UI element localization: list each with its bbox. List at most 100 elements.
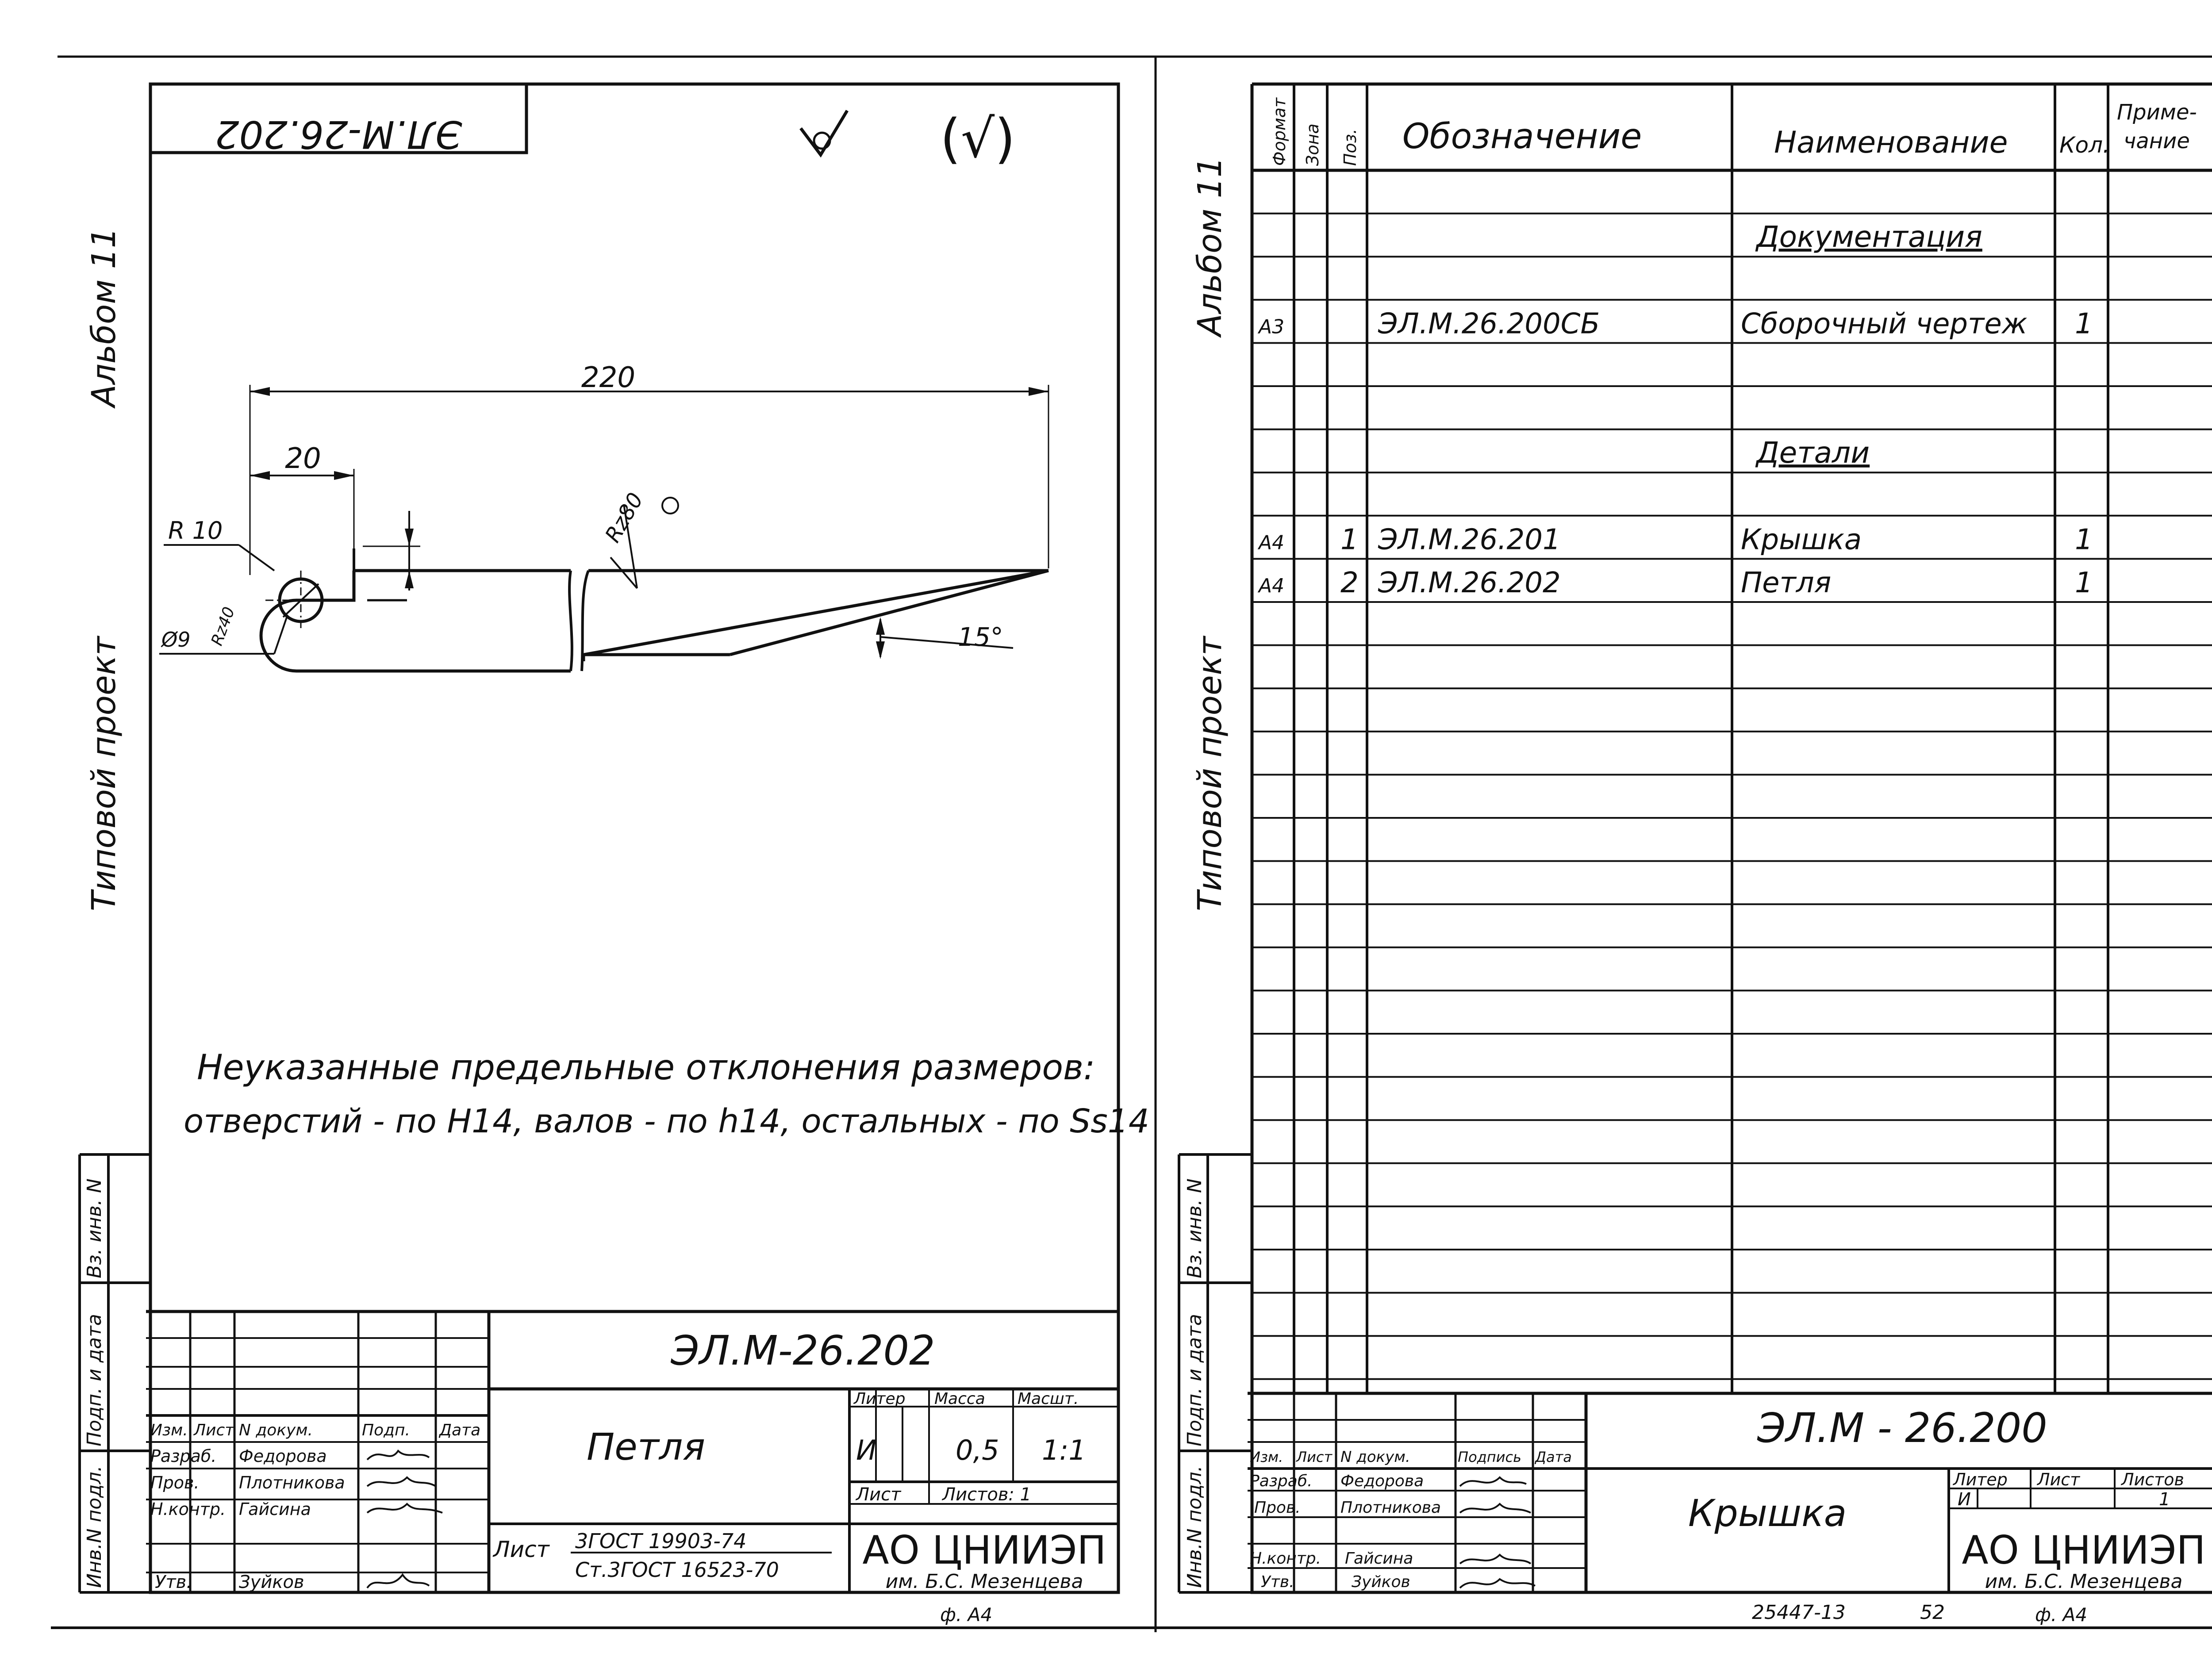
left-tb-person-1: Федорова (239, 1446, 327, 1466)
right-tb-h-doc: N докум. (1340, 1448, 1410, 1466)
spec-cell-qty: 1 (2075, 567, 2093, 599)
spec-table-grid (1252, 84, 2212, 1393)
spec-cell-name: Петля (1741, 567, 1831, 599)
right-tb-sheet-label: Лист (2036, 1470, 2081, 1489)
right-tb-literal-label: Литер (1952, 1470, 2008, 1489)
right-tb-h-izm: Изм. (1250, 1449, 1283, 1465)
left-tb-sheets-label: Листов: 1 (941, 1484, 1031, 1505)
left-tb-person-2: Плотникова (239, 1473, 345, 1492)
left-project-label: Типовой проект (85, 636, 123, 911)
right-signature-4-icon (1459, 1553, 1532, 1565)
left-tb-scale-label: Масшт. (1018, 1390, 1079, 1408)
note-line-1: Неуказанные предельные отклонения размер… (197, 1048, 1095, 1088)
spec-h-designation: Обозначение (1402, 117, 1642, 157)
right-tb-role-5: Утв. (1261, 1573, 1294, 1591)
right-tb-org: АО ЦНИИЭП (1962, 1527, 2205, 1573)
left-tb-h-list: Лист (193, 1421, 234, 1439)
spec-cell-qty: 1 (2075, 307, 2093, 340)
left-binding-vz: Вз. инв. N (83, 1178, 106, 1278)
left-tb-person-3: Гайсина (239, 1499, 311, 1519)
roughness-check-icon (799, 110, 849, 158)
right-tb-sheets-label: Листов (2120, 1470, 2184, 1489)
spec-cell-pos: 1 (1340, 523, 1359, 556)
right-tb-person-1: Федорова (1340, 1472, 1424, 1490)
left-tb-role-1: Разраб. (150, 1446, 216, 1466)
left-tb-scale: 1:1 (1042, 1434, 1086, 1466)
dim-hole: Ø9 (161, 628, 190, 652)
left-tb-literal-label: Литер (853, 1390, 905, 1408)
left-tb-h-izm: Изм. (150, 1421, 188, 1439)
spec-cell-pos: 2 (1340, 567, 1359, 599)
left-tb-designation: ЭЛ.М-26.202 (670, 1327, 935, 1374)
spec-row-lines (1252, 212, 2212, 1380)
dim-offset-20: 20 (285, 442, 321, 475)
signature-1-icon (366, 1449, 430, 1461)
left-tb-sheet-label: Лист (855, 1484, 902, 1505)
right-tb-person-2: Плотникова (1340, 1499, 1441, 1517)
left-designation-box (149, 82, 528, 154)
dim-length-220: 220 (581, 361, 635, 394)
dim-radius: R 10 (168, 517, 223, 545)
left-tb-material-line2: Ст.3ГОСТ 16523-70 (575, 1558, 779, 1582)
left-tb-h-sign: Подп. (362, 1421, 410, 1439)
left-binding-strip: Инв.N подл. Подп. и дата Вз. инв. N (78, 1153, 150, 1594)
right-project-label: Типовой проект (1191, 636, 1229, 911)
spec-cell-designation: ЭЛ.М.26.202 (1378, 567, 1561, 599)
spec-cell-format: А4 (1257, 531, 1284, 554)
spec-cell-format: А3 (1257, 315, 1284, 338)
right-tb-org-sub: им. Б.С. Мезенцева (1985, 1570, 2183, 1593)
note-line-2: отверстий - по H14, валов - по h14, оста… (184, 1102, 1149, 1140)
dim-surface-roughness: Rz80 (600, 488, 648, 547)
right-binding-strip: Инв.N подл. Подп. и дата Вз. инв. N (1178, 1153, 1252, 1594)
left-frame (149, 82, 1120, 1594)
left-tb-h-doc: N докум. (239, 1421, 313, 1439)
left-tb-material-prefix: Лист (492, 1537, 550, 1562)
right-binding-vz: Вз. инв. N (1183, 1178, 1206, 1278)
right-tb-person-4: Гайсина (1345, 1549, 1413, 1568)
spec-h-zone: Зона (1303, 123, 1322, 166)
spec-cell-name: Сборочный чертеж (1741, 307, 2028, 340)
right-tb-name: Крышка (1688, 1492, 1847, 1535)
spec-h-pos: Поз. (1340, 129, 1360, 166)
right-tb-h-sign: Подпись (1458, 1449, 1521, 1465)
left-tb-material-line1: 3ГОСТ 19903-74 (575, 1529, 746, 1553)
right-binding-sign: Подп. и дата (1183, 1314, 1206, 1446)
right-tb-h-date: Дата (1534, 1449, 1572, 1465)
right-sheet: Альбом 11 Типовой проект Инв.N подл. Под… (1178, 82, 2212, 1626)
right-signature-2-icon (1459, 1503, 1531, 1514)
left-tb-mass: 0,5 (956, 1434, 999, 1466)
signature-2-icon (366, 1476, 437, 1487)
left-binding-inv: Инв.N подл. (83, 1465, 106, 1588)
left-tb-role-3: Н.контр. (150, 1499, 226, 1519)
left-tb-literal: И (856, 1434, 876, 1466)
right-tb-sheets: 1 (2159, 1489, 2170, 1510)
left-tb-role-2: Пров. (150, 1473, 199, 1492)
spec-cell-designation: ЭЛ.М.26.200СБ (1378, 307, 1600, 340)
right-archive-page: 52 (1920, 1601, 1945, 1624)
right-album-label: Альбом 11 (1191, 157, 1229, 338)
right-archive-no: 25447-13 (1752, 1601, 1846, 1624)
left-binding-sign: Подп. и дата (83, 1314, 106, 1446)
roughness-circle-icon (813, 131, 831, 150)
spec-h-note-2: чание (2124, 129, 2190, 153)
spec-cell-designation: ЭЛ.М.26.201 (1378, 523, 1561, 556)
spec-cell-name: Документация (1755, 220, 1982, 254)
dim-angle: 15° (958, 622, 1003, 652)
spec-h-note-1: Приме- (2117, 100, 2197, 125)
left-sheet: ЭЛ.М-26.202 (√) Альбом 11 Типовой проект… (78, 82, 1149, 1626)
left-album-label: Альбом 11 (85, 227, 123, 409)
roughness-symbol: (√) (940, 108, 1015, 170)
spec-h-qty: Кол. (2059, 132, 2110, 158)
left-tb-name: Петля (587, 1425, 705, 1469)
right-tb-role-4: Н.контр. (1250, 1549, 1321, 1568)
right-signature-1-icon (1459, 1476, 1527, 1487)
left-tb-role-5: Утв. (155, 1572, 192, 1592)
right-binding-inv: Инв.N подл. (1183, 1465, 1206, 1588)
right-title-block (1248, 1392, 2212, 1592)
right-frame (1250, 82, 2212, 1594)
left-tb-mass-label: Масса (934, 1390, 985, 1408)
spec-cell-name: Крышка (1741, 523, 1862, 556)
dim-hole-roughness: Rz40 (208, 605, 238, 648)
